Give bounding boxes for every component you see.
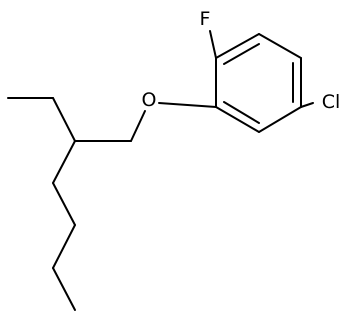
bond-ring-oxygen: [158, 102, 217, 108]
bond-ring-right-upper: [258, 33, 302, 59]
bond-ch-ethyl: [52, 97, 76, 142]
bond-butyl-3: [52, 224, 76, 269]
bond-butyl-1: [52, 140, 76, 184]
bond-ring-inner-1: [223, 43, 260, 65]
bond-fluorine: [209, 30, 217, 59]
fluorine-label: F: [200, 8, 211, 30]
bond-ring-inner-3: [223, 101, 260, 124]
bond-oxygen-ch2: [130, 110, 146, 142]
oxygen-label: O: [142, 89, 157, 111]
bond-chlorine: [300, 102, 314, 108]
bond-butyl-4: [52, 267, 76, 311]
bond-butyl-2: [52, 182, 76, 226]
bond-ring-right-lower: [258, 106, 302, 133]
chlorine-label: Cl: [322, 91, 341, 113]
bond-ring-top-right: [215, 33, 260, 59]
bond-ring-bottom-left: [215, 106, 260, 133]
